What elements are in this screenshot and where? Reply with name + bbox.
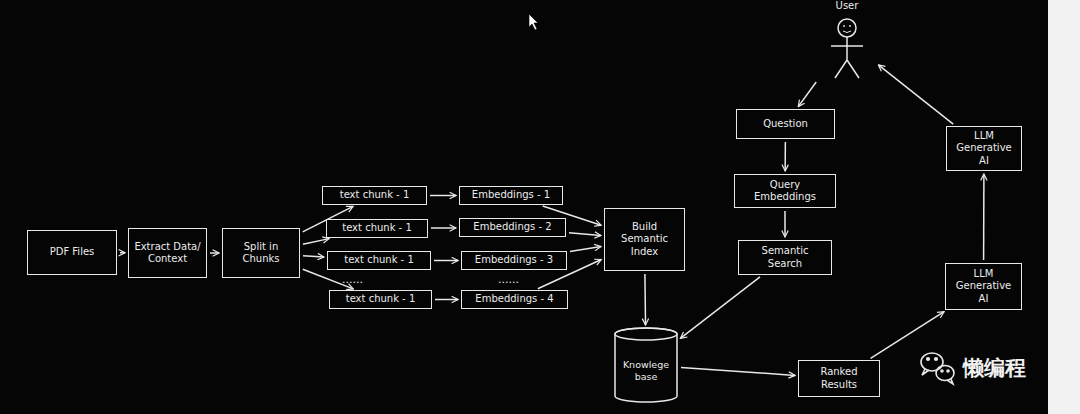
node-text: Build Semantic Index xyxy=(609,221,680,259)
flow-arrow xyxy=(680,277,760,339)
node-text: Extract Data/ Context xyxy=(133,241,202,266)
flow-arrow xyxy=(681,367,795,375)
user-figure: User xyxy=(818,0,876,80)
flow-arrow xyxy=(983,174,985,260)
chunk-box: text chunk - 1 xyxy=(327,251,431,270)
llm-box: LLM Generative AI xyxy=(945,263,1022,310)
node-text: PDF Files xyxy=(50,246,95,259)
flow-arrow xyxy=(303,256,324,257)
flow-arrow xyxy=(120,252,125,254)
embedding-box: Embeddings - 3 xyxy=(461,251,567,270)
llm-box: LLM Generative AI xyxy=(946,126,1022,171)
flow-arrow xyxy=(798,82,816,107)
node-text: Embeddings - 4 xyxy=(475,293,553,306)
node-text: Ranked Results xyxy=(803,366,875,391)
node-text: text chunk - 1 xyxy=(342,222,412,235)
mouse-cursor xyxy=(529,14,538,30)
node-text: Knowlege base xyxy=(618,359,674,383)
embedding-box: Embeddings - 1 xyxy=(459,186,563,205)
flow-arrow xyxy=(784,142,786,171)
process-box: Split in Chunks xyxy=(222,228,300,278)
node-text: Semantic Search xyxy=(743,245,827,270)
process-box: Extract Data/ Context xyxy=(128,228,207,278)
process-box: Query Embeddings xyxy=(734,174,836,208)
chunk-box: text chunk - 1 xyxy=(329,290,432,309)
node-text: LLM Generative AI xyxy=(950,268,1017,306)
process-box: Semantic Search xyxy=(738,240,832,275)
embedding-box: Embeddings - 4 xyxy=(461,290,568,309)
flow-arrow xyxy=(644,274,646,325)
source-box: PDF Files xyxy=(27,230,117,275)
node-text: text chunk - 1 xyxy=(340,189,410,202)
node-text: LLM Generative AI xyxy=(951,130,1017,168)
node-text: text chunk - 1 xyxy=(344,254,414,267)
wechat-icon xyxy=(921,353,954,384)
process-box: Build Semantic Index xyxy=(604,208,685,271)
embedding-box: Embeddings - 2 xyxy=(459,218,566,237)
side-band xyxy=(1048,0,1080,414)
node-text: Embeddings - 3 xyxy=(475,254,553,267)
chunk-box: text chunk - 1 xyxy=(322,186,427,205)
flow-arrow xyxy=(303,239,329,245)
stick-figure xyxy=(818,0,876,80)
chunk-box: text chunk - 1 xyxy=(326,219,428,238)
process-box: Question xyxy=(736,109,835,139)
flow-arrow xyxy=(784,211,786,237)
flow-arrow xyxy=(431,227,456,229)
flow-arrow xyxy=(434,260,458,262)
node-text: Question xyxy=(763,118,808,131)
node-text: Split in Chunks xyxy=(227,241,295,266)
ellipsis: ...... xyxy=(498,273,519,286)
watermark: 懒编程 xyxy=(963,354,1026,382)
node-text: Embeddings - 1 xyxy=(472,189,550,202)
database-cylinder: Knowlege base xyxy=(614,328,678,402)
result-box: Ranked Results xyxy=(798,360,880,397)
flow-arrow xyxy=(430,195,456,197)
flow-arrow xyxy=(570,246,601,251)
node-text: Query Embeddings xyxy=(739,179,831,204)
flow-arrow xyxy=(569,233,601,236)
node-text: Embeddings - 2 xyxy=(473,221,551,234)
flow-arrow xyxy=(435,299,458,301)
flow-arrow xyxy=(878,65,953,124)
ellipsis: ...... xyxy=(342,273,363,286)
node-text: text chunk - 1 xyxy=(346,293,416,306)
flow-arrow xyxy=(871,312,944,359)
node-text: User xyxy=(836,0,859,13)
flow-arrow xyxy=(210,252,219,254)
